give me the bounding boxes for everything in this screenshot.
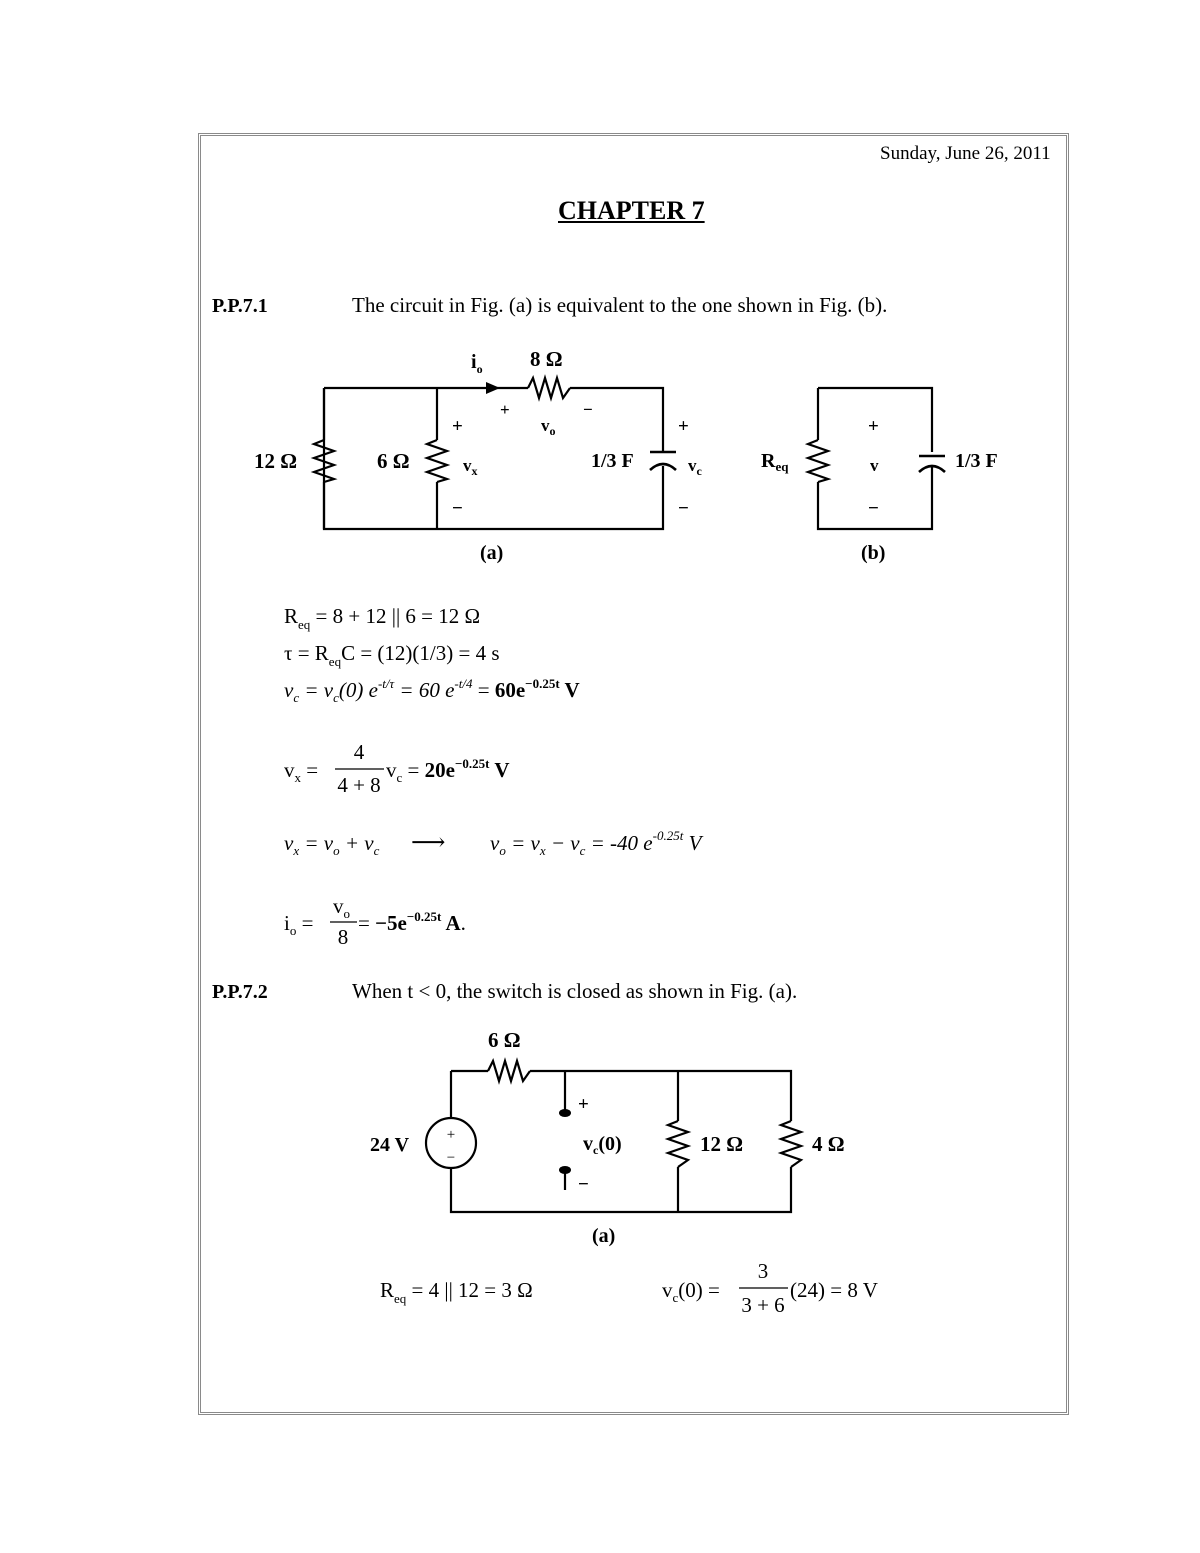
vc0-minus: − (578, 1174, 589, 1195)
io-label: io (471, 351, 483, 376)
vo-plus: + (500, 400, 510, 419)
cap-label-a: 1/3 F (591, 450, 634, 472)
implies-arrow: ⟶ (411, 830, 445, 856)
date-stamp: Sunday, June 26, 2011 (880, 143, 1051, 164)
source-minus-sign: − (447, 1150, 455, 1166)
svg-text:vc = 20e−0.25t V: vc = 20e−0.25t V (386, 756, 510, 785)
figure-1b-wires (816, 386, 934, 531)
equation-kvl: vx = vo + vc ⟶ vo = vx − vc = -40 e-0.25… (284, 828, 704, 858)
equation-vc: vc = vc(0) e-t/τ = 60 e-t/4 = 60e−0.25t … (284, 676, 580, 705)
v-minus: − (868, 498, 879, 519)
resistor-8-ohm-icon (527, 374, 571, 402)
equation-req: Req = 8 + 12 || 6 = 12 Ω (284, 604, 480, 632)
r12-label: 12 Ω (254, 449, 297, 473)
vx-label: vx (463, 456, 478, 478)
svg-text:vx =: vx = (284, 758, 318, 785)
problem-id-7-2: P.P.7.2 (212, 981, 268, 1003)
capacitor-1a-icon (649, 450, 677, 471)
chapter-title: CHAPTER 7 (558, 196, 705, 225)
equation-tau: τ = ReqC = (12)(1/3) = 4 s (284, 641, 500, 669)
svg-text:8: 8 (338, 925, 349, 949)
resistor-6-ohm-fig2-icon (487, 1057, 531, 1085)
vc0-label: vc(0) (583, 1133, 622, 1157)
vc0-plus: + (578, 1094, 589, 1115)
problem-text-7-2: When t < 0, the switch is closed as show… (352, 979, 798, 1003)
fig2-r6-label: 6 Ω (488, 1028, 521, 1052)
svg-text:vc(0) =: vc(0) = (662, 1278, 720, 1305)
equation-vc0: vc(0) = 3 3 + 6 (24) = 8 V (662, 1259, 878, 1317)
vc-label: vc (688, 456, 703, 478)
req-label: Req (761, 450, 789, 474)
svg-text:vo = vx − vc = -40 e-0.25t V: vo = vx − vc = -40 e-0.25t V (490, 828, 704, 858)
voltage-source-icon (424, 1116, 478, 1170)
fig2-r4-label: 4 Ω (812, 1132, 845, 1156)
current-arrow-icon (486, 382, 500, 394)
problem-text-7-1: The circuit in Fig. (a) is equivalent to… (352, 293, 888, 317)
svg-text:vo: vo (333, 894, 350, 921)
r8-label: 8 Ω (530, 347, 563, 371)
vo-minus: − (583, 400, 593, 419)
svg-text:4 + 8: 4 + 8 (337, 773, 380, 797)
fig1a-caption: (a) (480, 542, 503, 564)
fig2-caption: (a) (592, 1225, 615, 1247)
equation-req-2: Req = 4 || 12 = 3 Ω (380, 1278, 533, 1306)
svg-text:vx = vo + vc: vx = vo + vc (284, 831, 380, 858)
svg-text:io =: io = (284, 911, 313, 938)
r6-label: 6 Ω (377, 449, 410, 473)
source-plus-sign: + (447, 1127, 455, 1143)
resistor-req-icon (804, 438, 832, 484)
v-label: v (870, 456, 879, 475)
resistor-12-ohm-fig2-icon (664, 1119, 692, 1168)
v-plus: + (868, 416, 879, 437)
fig2-r12-label: 12 Ω (700, 1132, 743, 1156)
source-label: 24 V (370, 1134, 410, 1156)
vo-label: vo (541, 416, 556, 438)
svg-text:3: 3 (758, 1259, 769, 1283)
equation-vx: vx = 4 4 + 8 vc = 20e−0.25t V (284, 740, 510, 797)
problem-id-7-1: P.P.7.1 (212, 295, 268, 317)
svg-text:4: 4 (354, 740, 365, 764)
vc-minus: − (678, 498, 689, 519)
resistor-12-ohm-icon (310, 438, 338, 484)
equation-io: io = vo 8 = −5e−0.25t A. (284, 894, 466, 949)
vx-plus: + (452, 416, 463, 437)
svg-text:(24) = 8 V: (24) = 8 V (790, 1278, 878, 1302)
cap-label-b: 1/3 F (955, 450, 998, 472)
capacitor-1b-icon (918, 454, 946, 473)
switch-terminal-bottom-icon (559, 1166, 571, 1174)
resistor-6-ohm-icon (423, 438, 451, 484)
fig1b-caption: (b) (861, 542, 885, 564)
page-frame (198, 133, 1069, 1415)
vx-minus: − (452, 498, 463, 519)
svg-text:= −5e−0.25t A.: = −5e−0.25t A. (358, 909, 466, 935)
switch-terminal-top-icon (559, 1109, 571, 1117)
resistor-4-ohm-fig2-icon (777, 1119, 805, 1168)
vc-plus: + (678, 416, 689, 437)
svg-text:3 + 6: 3 + 6 (741, 1293, 784, 1317)
